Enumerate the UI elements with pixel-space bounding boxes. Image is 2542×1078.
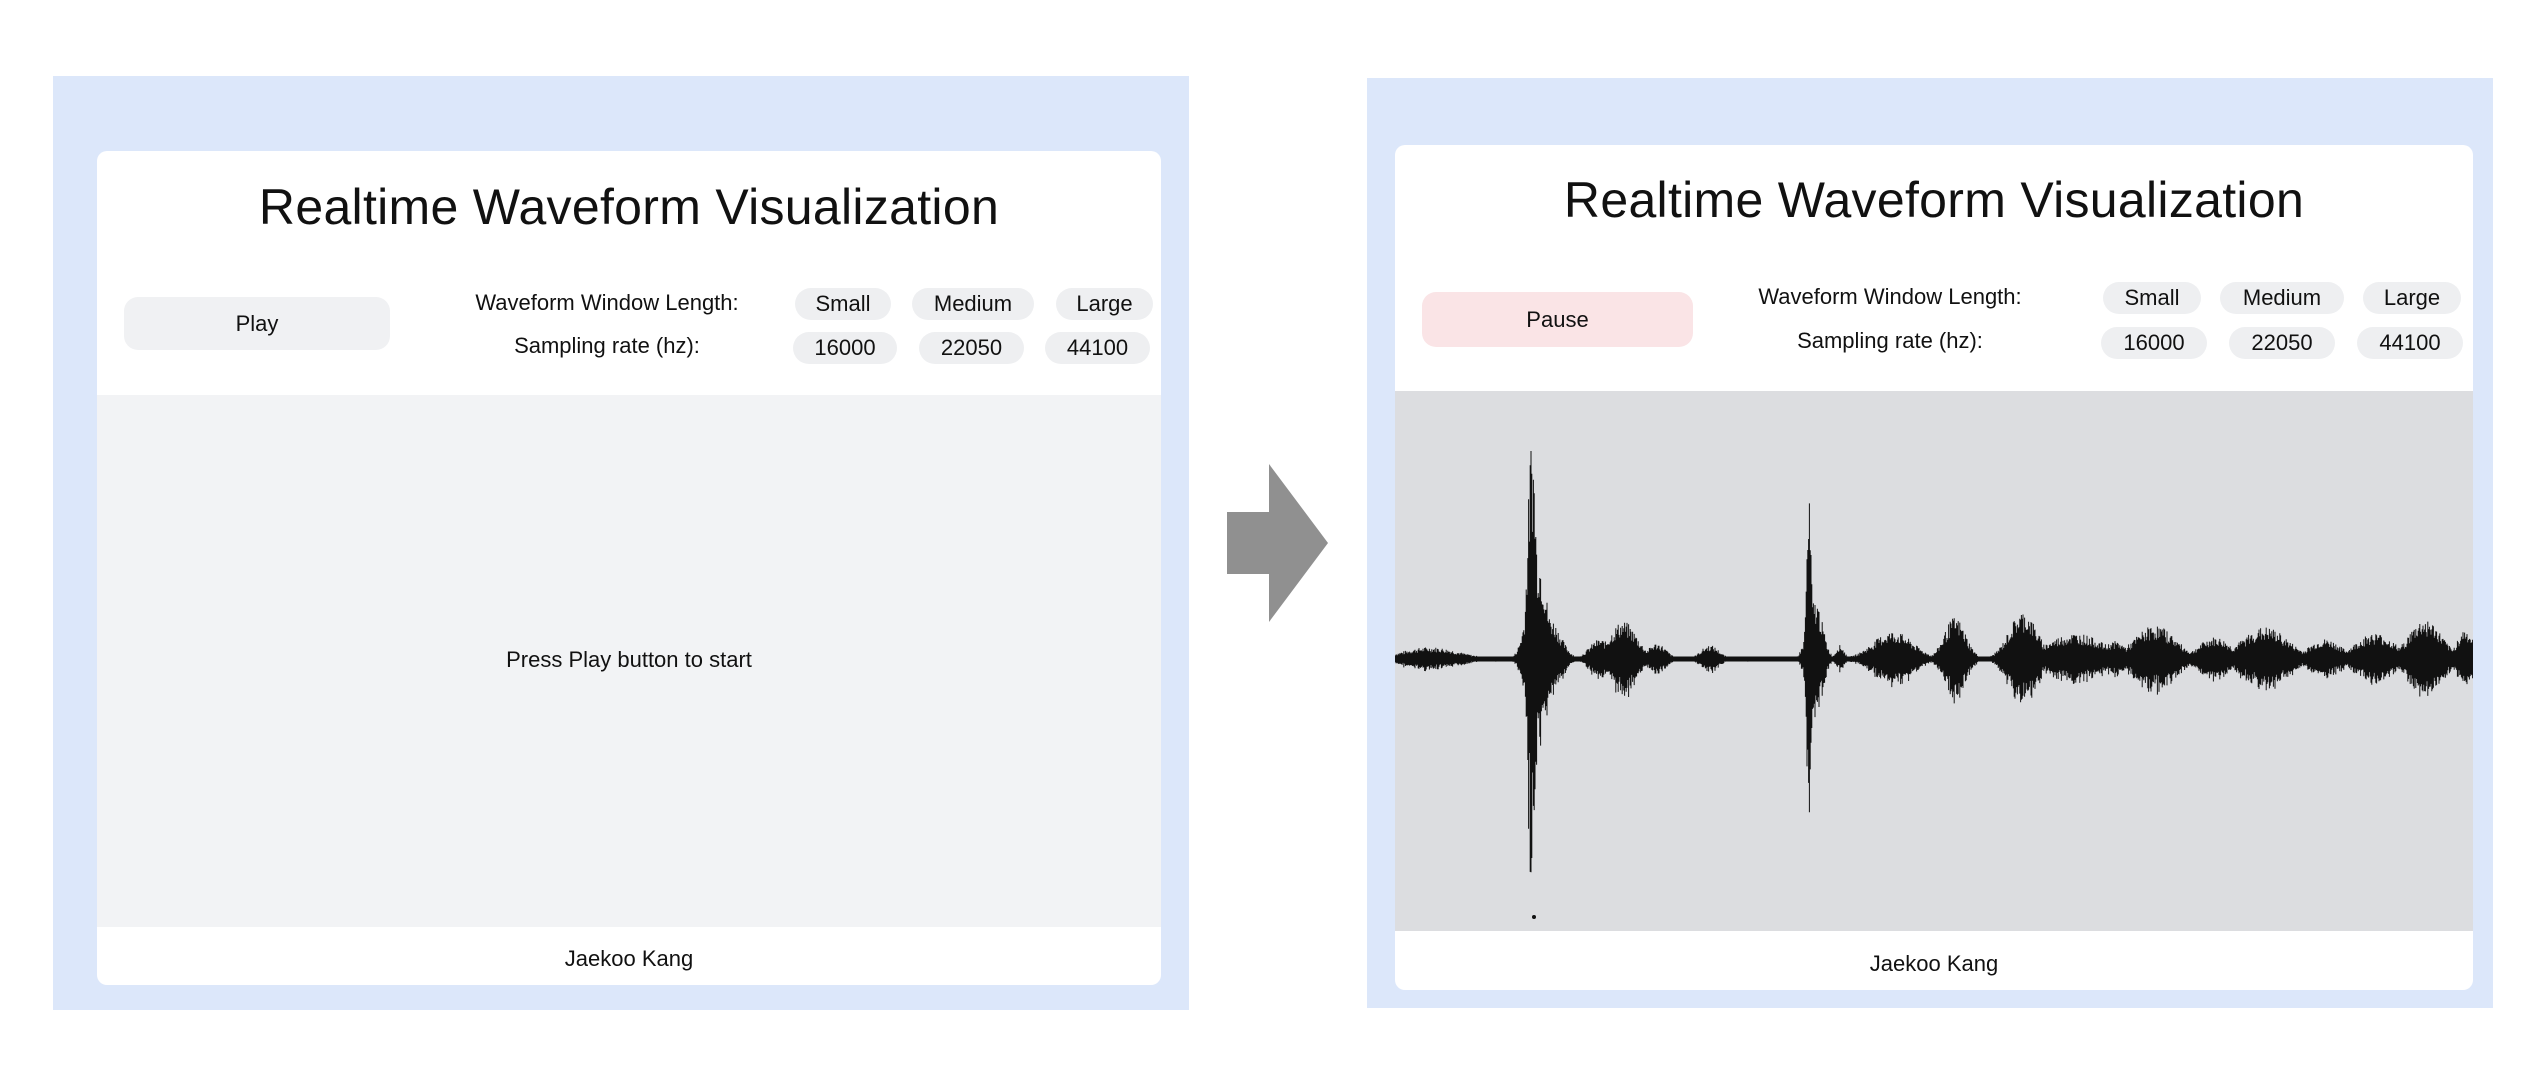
author-footer: Jaekoo Kang <box>564 946 694 971</box>
app-card-idle: Realtime Waveform Visualization Play Wav… <box>97 151 1161 985</box>
window-medium-button[interactable]: Medium <box>912 288 1034 320</box>
window-small-button[interactable]: Small <box>795 288 891 320</box>
sampling-16000-button[interactable]: 16000 <box>793 332 897 364</box>
pause-button[interactable]: Pause <box>1422 292 1693 347</box>
author-footer: Jaekoo Kang <box>1869 951 1999 976</box>
sampling-16000-button[interactable]: 16000 <box>2101 327 2207 359</box>
waveform-outlier-point <box>1532 915 1536 919</box>
playing-state-frame: Realtime Waveform Visualization Pause Wa… <box>1367 78 2493 1008</box>
waveform-area-idle: Press Play button to start <box>97 395 1161 927</box>
window-large-button[interactable]: Large <box>1056 288 1153 320</box>
waveform-plot <box>1395 451 2473 919</box>
window-large-button[interactable]: Large <box>2363 282 2461 314</box>
window-small-button[interactable]: Small <box>2103 282 2201 314</box>
idle-state-frame: Realtime Waveform Visualization Play Wav… <box>53 76 1189 1010</box>
sampling-rate-label: Sampling rate (hz): <box>1797 328 1983 353</box>
right-arrow-icon <box>1227 464 1328 622</box>
sampling-rate-label: Sampling rate (hz): <box>514 333 700 358</box>
sampling-22050-button[interactable]: 22050 <box>919 332 1024 364</box>
sampling-44100-button[interactable]: 44100 <box>1045 332 1150 364</box>
page-title: Realtime Waveform Visualization <box>258 179 1000 235</box>
window-medium-button[interactable]: Medium <box>2220 282 2344 314</box>
start-prompt: Press Play button to start <box>506 647 752 672</box>
window-length-label: Waveform Window Length: <box>1758 284 2022 309</box>
play-button[interactable]: Play <box>124 297 390 350</box>
window-length-label: Waveform Window Length: <box>475 290 739 315</box>
page-title: Realtime Waveform Visualization <box>1563 172 2305 228</box>
waveform-area-playing <box>1395 391 2473 931</box>
sampling-22050-button[interactable]: 22050 <box>2229 327 2335 359</box>
app-card-playing: Realtime Waveform Visualization Pause Wa… <box>1395 145 2473 990</box>
sampling-44100-button[interactable]: 44100 <box>2357 327 2463 359</box>
waveform-trace <box>1395 451 2473 873</box>
